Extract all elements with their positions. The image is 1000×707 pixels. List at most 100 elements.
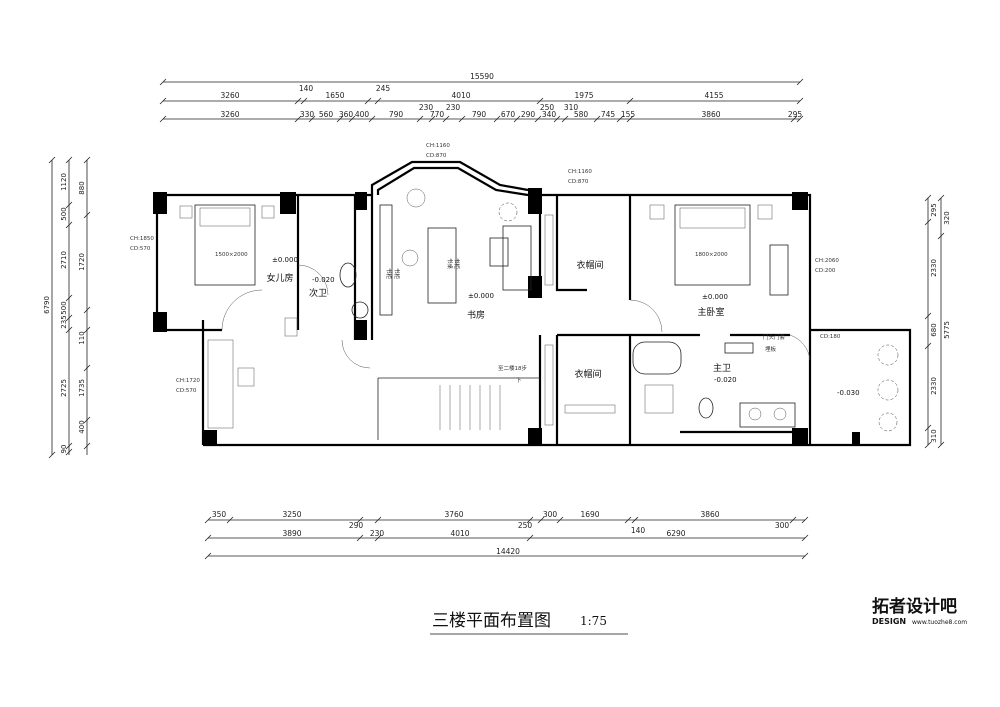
level-marks: ±0.000 -0.020 ±0.000 ±0.000 -0.020 -0.03…	[272, 256, 860, 397]
dim-bot-r1-3: 3760	[444, 510, 463, 519]
dimension-tick	[937, 194, 945, 202]
dim-bot-r1-9: 300	[775, 521, 790, 530]
dimension-tick	[65, 314, 73, 322]
dimension-tick	[924, 194, 932, 202]
dimension-tick	[801, 534, 809, 542]
dimension-tick	[458, 115, 466, 123]
dim-left-r1-4: 235	[60, 315, 68, 328]
dimension-tick	[356, 516, 364, 524]
study-note-4: 书柜	[453, 258, 461, 270]
dim-bot-r1-0: 350	[212, 510, 227, 519]
dimension-tick	[553, 115, 561, 123]
daughter-bed	[194, 204, 256, 286]
dim-bot-r1-2: 290	[349, 521, 364, 530]
dimension-tick	[526, 534, 534, 542]
dimension-tick	[428, 115, 436, 123]
dim-left-r1-0: 1120	[60, 173, 68, 191]
dimension-tick	[204, 552, 212, 560]
study-chair	[401, 249, 419, 267]
dimension-tick	[416, 115, 424, 123]
dim-right-r2-1: 5775	[943, 321, 951, 339]
dimension-tick	[226, 516, 234, 524]
w2-cd: CD:870	[426, 153, 447, 159]
dimension-tick	[48, 156, 56, 164]
annotations: 1500×2000 1800×2000 CH:1850 CD:570 CH:11…	[130, 143, 841, 394]
level-second-bath: -0.020	[312, 276, 335, 284]
dim-left-r2-1: 1720	[78, 253, 86, 271]
dim-bot-r1-4: 250	[518, 521, 533, 530]
dimension-tick	[65, 156, 73, 164]
dim-top-r3-4: 400	[355, 110, 370, 119]
door-note-2: 埋板	[765, 345, 777, 353]
dimension-tick	[513, 115, 521, 123]
bathtub	[632, 341, 682, 375]
dimension-tick	[789, 516, 797, 524]
dim-top-r3-7: 770	[430, 110, 445, 119]
room-labels: 女儿房 次卫 书房 衣帽间 衣帽间 主卧室 主卫	[266, 259, 731, 380]
dimension-tick	[924, 342, 932, 350]
dim-right-r1-1: 2330	[930, 259, 938, 277]
dimension-tick	[204, 516, 212, 524]
stair-note: 至二楼18步	[498, 364, 527, 372]
dimension-tick	[83, 442, 91, 450]
dim-top-r2-2: 1650	[325, 91, 344, 100]
left-dimensions: 6790 1120 500 2710 500 235 2725 90 880 1…	[43, 156, 91, 459]
label-master-bath: 主卫	[713, 362, 731, 374]
dimension-tick	[83, 364, 91, 372]
dim-left-r1-1: 500	[60, 207, 68, 220]
dimension-tick	[159, 78, 167, 86]
dim-left-r2-2: 110	[78, 331, 86, 344]
dimension-tick	[790, 115, 798, 123]
bed-size-master: 1800×2000	[695, 252, 728, 258]
dimension-tick	[336, 115, 344, 123]
dim-top-r3-8: 230	[446, 103, 461, 112]
dimension-tick	[65, 448, 73, 456]
w2-ch: CH:1160	[426, 143, 450, 149]
dimension-tick	[65, 201, 73, 209]
logo-url: www.tuozhe8.com	[912, 619, 967, 626]
dim-top-r2-0: 3260	[220, 91, 239, 100]
dim-top-r3-3: 360	[339, 110, 354, 119]
drawing-title: 三楼平面布置图 1:75	[430, 611, 628, 635]
w5-cd: CD:570	[176, 388, 197, 394]
level-daughter: ±0.000	[272, 256, 298, 264]
w3-cd: CD:870	[568, 179, 589, 185]
dim-top-r2-5: 1975	[574, 91, 593, 100]
dimension-tick	[442, 115, 450, 123]
dim-top-r3-11: 290	[521, 110, 536, 119]
toilet-2	[339, 262, 357, 288]
dimension-tick	[801, 516, 809, 524]
w1-ch: CH:1850	[130, 236, 154, 242]
dimension-tick	[300, 97, 308, 105]
dim-top-r3-15: 580	[574, 110, 589, 119]
dim-left-r1-2: 2710	[60, 251, 68, 269]
dimension-tick	[631, 516, 639, 524]
dim-top-r3-17: 155	[621, 110, 636, 119]
dim-bot-r1-5: 300	[543, 510, 558, 519]
dimension-tick	[796, 115, 804, 123]
dimension-tick	[308, 115, 316, 123]
dim-top-r3-10: 670	[501, 110, 516, 119]
dimension-tick	[374, 516, 382, 524]
dim-top-r3-19: 295	[788, 110, 803, 119]
level-study: ±0.000	[468, 292, 494, 300]
dim-bot-r1-1: 3250	[282, 510, 301, 519]
dimension-tick	[294, 97, 302, 105]
bottom-dimensions: 350 3250 290 3760 250 300 1690 140 3860 …	[204, 510, 809, 560]
master-bed	[674, 204, 751, 286]
dimension-tick	[374, 534, 382, 542]
label-study: 书房	[467, 309, 485, 321]
dim-top-r3-2: 560	[319, 110, 334, 119]
dimension-tick	[364, 97, 372, 105]
dim-top-r2-1: 140	[299, 84, 314, 93]
dim-top-r3-5: 790	[389, 110, 404, 119]
stair-down: 下	[516, 377, 522, 384]
dim-left-r2-4: 400	[78, 420, 86, 433]
logo-cn: 拓者设计吧	[872, 596, 957, 617]
level-master-bath: -0.020	[714, 376, 737, 384]
dim-top-r3-13: 250	[540, 103, 555, 112]
dimension-tick	[83, 211, 91, 219]
basin-2	[351, 301, 369, 319]
dim-bot-r2-2: 4010	[450, 529, 469, 538]
dimension-tick	[534, 115, 542, 123]
